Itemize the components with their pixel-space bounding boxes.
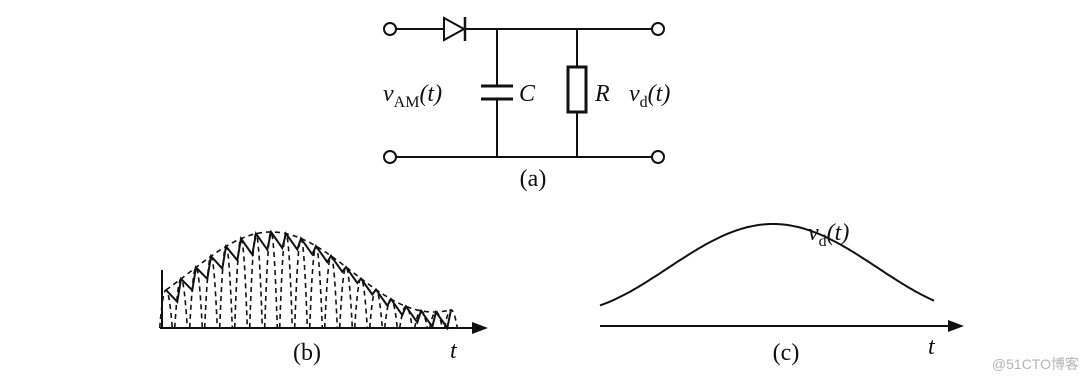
carrier-pulse — [323, 255, 339, 329]
carrier-pulses — [158, 231, 459, 329]
carrier-pulse — [263, 231, 279, 329]
output-voltage-label: vd(t) — [629, 81, 670, 111]
capacitor-label: C — [519, 81, 536, 107]
carrier-pulse — [293, 237, 309, 329]
carrier-pulse — [173, 278, 189, 329]
carrier-pulse — [203, 255, 219, 329]
resistor-label: R — [594, 81, 610, 107]
caption-c: (c) — [773, 340, 800, 366]
carrier-pulse — [278, 233, 294, 329]
input-voltage-label: vAM(t) — [383, 81, 442, 111]
carrier-pulse — [188, 266, 204, 329]
caption-b: (b) — [293, 340, 321, 366]
carrier-pulse — [218, 245, 234, 329]
output-voltage-curve — [599, 223, 935, 307]
axis-label-t-c: t — [928, 334, 936, 360]
curve-label-c: vd(t) — [808, 220, 849, 250]
circuit-diagram: vAM(t) C R vd(t) (a) — [383, 16, 670, 192]
envelope-dashed — [165, 231, 451, 313]
axis-label-t-b: t — [450, 338, 458, 364]
output-terminal-top — [651, 22, 665, 36]
caption-a: (a) — [520, 166, 547, 192]
diode — [443, 16, 467, 42]
watermark: @51CTO博客 — [991, 356, 1079, 372]
output-terminal-bottom — [651, 150, 665, 164]
capacitor — [481, 29, 513, 157]
waveform-c: vd(t) (c) t — [599, 220, 964, 366]
time-axis-b-arrow — [472, 322, 488, 334]
resistor — [566, 29, 588, 157]
input-terminal-top — [383, 22, 397, 36]
waveform-b: (b) t — [158, 229, 488, 366]
carrier-pulse — [308, 245, 324, 329]
carrier-pulse — [398, 305, 414, 329]
carrier-pulse — [233, 237, 249, 329]
carrier-pulse — [353, 277, 369, 329]
carrier-pulse — [338, 266, 354, 329]
time-axis-c-arrow — [948, 320, 964, 332]
input-terminal-bottom — [383, 150, 397, 164]
detector-output-ripple — [165, 229, 452, 331]
carrier-pulse — [248, 232, 264, 329]
